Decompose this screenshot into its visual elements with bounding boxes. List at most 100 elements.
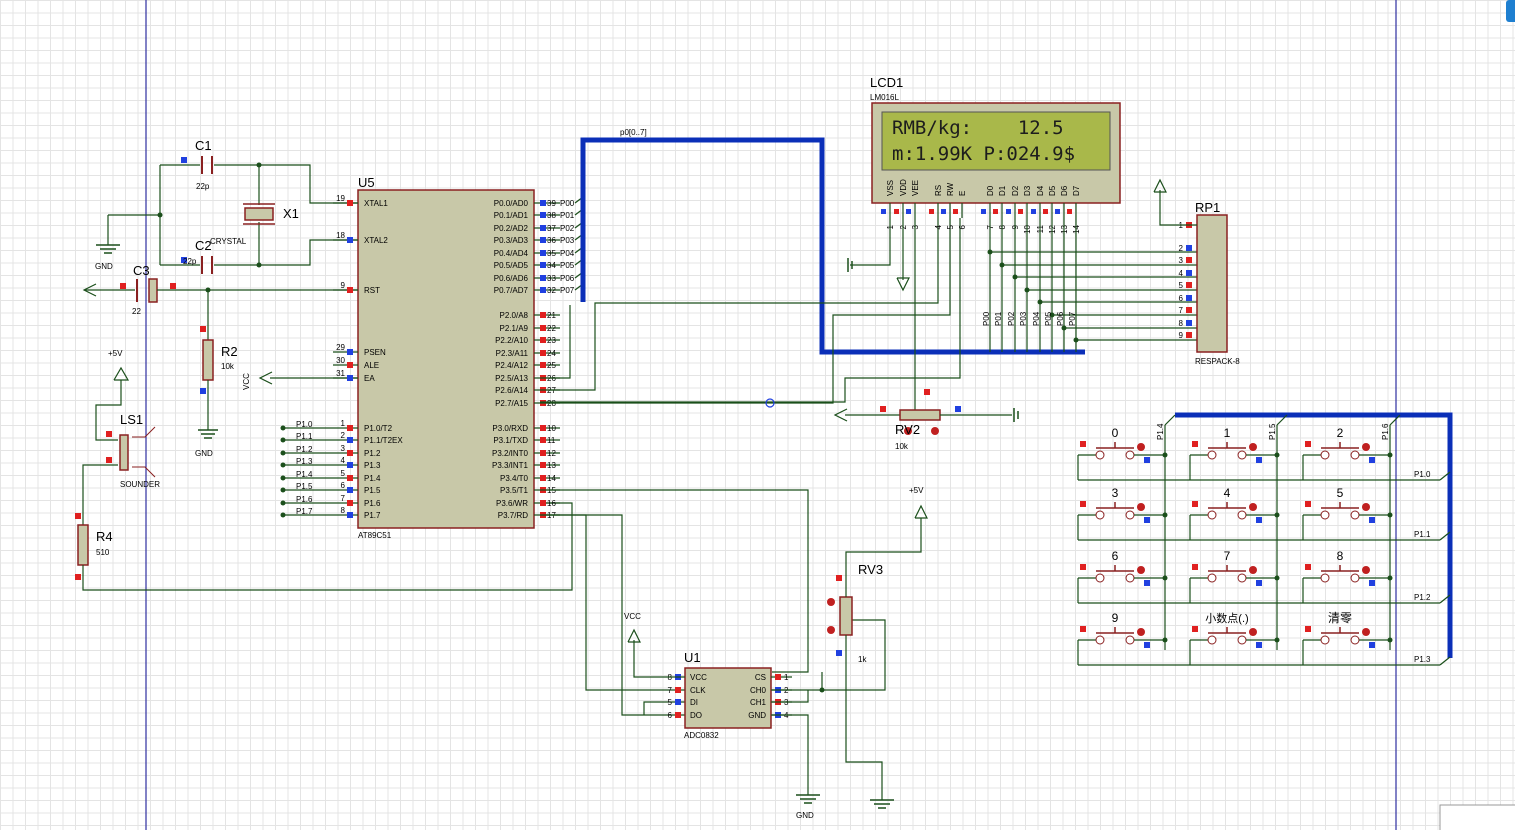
p1-net-label: P1.6 <box>296 495 313 504</box>
mcu-right-pin-net: P04 <box>560 249 575 258</box>
mcu-left-pin-name: P1.7 <box>364 511 381 520</box>
pin-marker <box>675 712 681 718</box>
lcd-model: LM016L <box>870 93 899 102</box>
p1-net-label: P1.1 <box>296 432 313 441</box>
keypad-key[interactable]: 0 <box>1077 426 1168 480</box>
mcu-right-pin-name: P0.5/AD5 <box>494 261 529 270</box>
adc-body[interactable] <box>684 667 772 729</box>
p1-port-stubs: P1.0P1.1P1.2P1.3P1.4P1.5P1.6P1.7 <box>280 420 333 518</box>
rv3-body[interactable] <box>839 596 853 636</box>
r4-ref: R4 <box>96 529 113 544</box>
r2-value: 10k <box>221 362 235 371</box>
rv3-ref: RV3 <box>858 562 883 577</box>
mcu-right-pin-name: P3.4/T0 <box>500 474 529 483</box>
pin-marker <box>540 450 546 456</box>
lcd-pin-name: D7 <box>1072 185 1081 196</box>
ls1-ref: LS1 <box>120 412 143 427</box>
reset-circuit <box>82 278 358 439</box>
gnd-label-2: GND <box>195 449 213 458</box>
pin-marker <box>894 209 899 214</box>
mcu-right-pin-number: 39 <box>547 199 556 208</box>
keypad-key[interactable]: 3 <box>1077 486 1168 540</box>
pin-marker <box>347 349 353 355</box>
keypad-key-label: 7 <box>1224 549 1231 563</box>
mcu-right-pin-number: 36 <box>547 236 556 245</box>
lcd-pin-number: 5 <box>946 224 955 229</box>
pin-marker <box>1186 307 1192 313</box>
r4-body[interactable] <box>77 524 89 566</box>
mcu-right-pin-name: P3.0/RXD <box>492 424 528 433</box>
adc-pin-number: 1 <box>784 673 789 682</box>
keypad-col-net: P1.6 <box>1381 423 1390 440</box>
keypad-key[interactable]: 9 <box>1077 611 1168 665</box>
pin-marker <box>540 500 546 506</box>
pin-marker <box>675 699 681 705</box>
mcu-left-pin-number: 30 <box>336 356 345 365</box>
r2-body[interactable] <box>202 339 214 381</box>
lcd-pin-name: D4 <box>1036 185 1045 196</box>
keypad-key[interactable]: 小数点(.) <box>1189 612 1280 665</box>
keypad-key[interactable]: 8 <box>1302 549 1393 603</box>
toolbar-tab[interactable] <box>1506 0 1515 22</box>
pin-marker <box>347 462 353 468</box>
adc-pin-name: VCC <box>690 673 707 682</box>
lcd-pin-name: D5 <box>1048 185 1057 196</box>
mcu-right-pin-number: 33 <box>547 274 556 283</box>
mcu-right-pin-name: P0.4/AD4 <box>494 249 529 258</box>
crystal-body[interactable] <box>244 207 274 221</box>
lcd-data-net: P06 <box>1056 311 1065 326</box>
pin-marker <box>540 362 546 368</box>
wire-junction <box>765 398 775 408</box>
pin-marker <box>1067 209 1072 214</box>
keypad-key[interactable]: 7 <box>1189 549 1280 603</box>
lcd-data-net: P00 <box>982 311 991 326</box>
c2-ref: C2 <box>195 238 212 253</box>
keypad-key-label: 清零 <box>1328 611 1352 625</box>
keypad-bus <box>1175 412 1453 658</box>
keypad-key[interactable]: 2 <box>1302 426 1393 480</box>
mcu-left-pin-name: XTAL1 <box>364 199 388 208</box>
p5v-label-buzzer: +5V <box>108 349 123 358</box>
buzzer-body[interactable] <box>119 434 129 471</box>
keypad-key-label: 1 <box>1224 426 1231 440</box>
keypad-key[interactable]: 6 <box>1077 549 1168 603</box>
keypad-key[interactable]: 5 <box>1302 486 1393 540</box>
pin-marker <box>1055 209 1060 214</box>
mcu-left-pin-number: 5 <box>341 469 346 478</box>
p1-stub-dot <box>280 512 286 518</box>
adc-ref: U1 <box>684 650 701 665</box>
mcu-right-pin-name: P3.3/INT1 <box>492 461 529 470</box>
adc-pin-name: CS <box>755 673 766 682</box>
mcu-right-pin-name: P0.3/AD3 <box>494 236 529 245</box>
lcd-data-net: P07 <box>1068 311 1077 326</box>
mcu-right-pin-name: P3.5/T1 <box>500 486 529 495</box>
mcu-right-pin-number: 22 <box>547 324 556 333</box>
pin-marker <box>953 209 958 214</box>
rp1-pin-number: 8 <box>1179 319 1184 328</box>
keypad-key[interactable]: 1 <box>1189 426 1280 480</box>
pin-marker <box>540 237 546 243</box>
pin-marker <box>1006 209 1011 214</box>
mcu-right-pin-number: 23 <box>547 336 556 345</box>
pin-marker <box>347 287 353 293</box>
rv2-body[interactable] <box>899 409 941 421</box>
keypad-key-label: 0 <box>1112 426 1119 440</box>
pin-marker <box>540 475 546 481</box>
keypad-key[interactable]: 4 <box>1189 486 1280 540</box>
mcu-body[interactable] <box>357 189 535 529</box>
p1-net-label: P1.2 <box>296 445 313 454</box>
pin-marker <box>1186 270 1192 276</box>
mcu-right-pin-number: 34 <box>547 261 556 270</box>
lcd-line-2: m:1.99K P:024.9$ <box>892 143 1075 165</box>
rp1-body[interactable] <box>1196 214 1228 353</box>
mcu-left-pin-number: 2 <box>341 431 346 440</box>
mcu-left-pin-name: P1.5 <box>364 486 381 495</box>
keypad-key[interactable]: 清零 <box>1302 611 1393 665</box>
pin-marker <box>347 362 353 368</box>
rp1-pin-number: 3 <box>1179 256 1184 265</box>
keypad-key-label: 6 <box>1112 549 1119 563</box>
p1-net-label: P1.7 <box>296 507 313 516</box>
